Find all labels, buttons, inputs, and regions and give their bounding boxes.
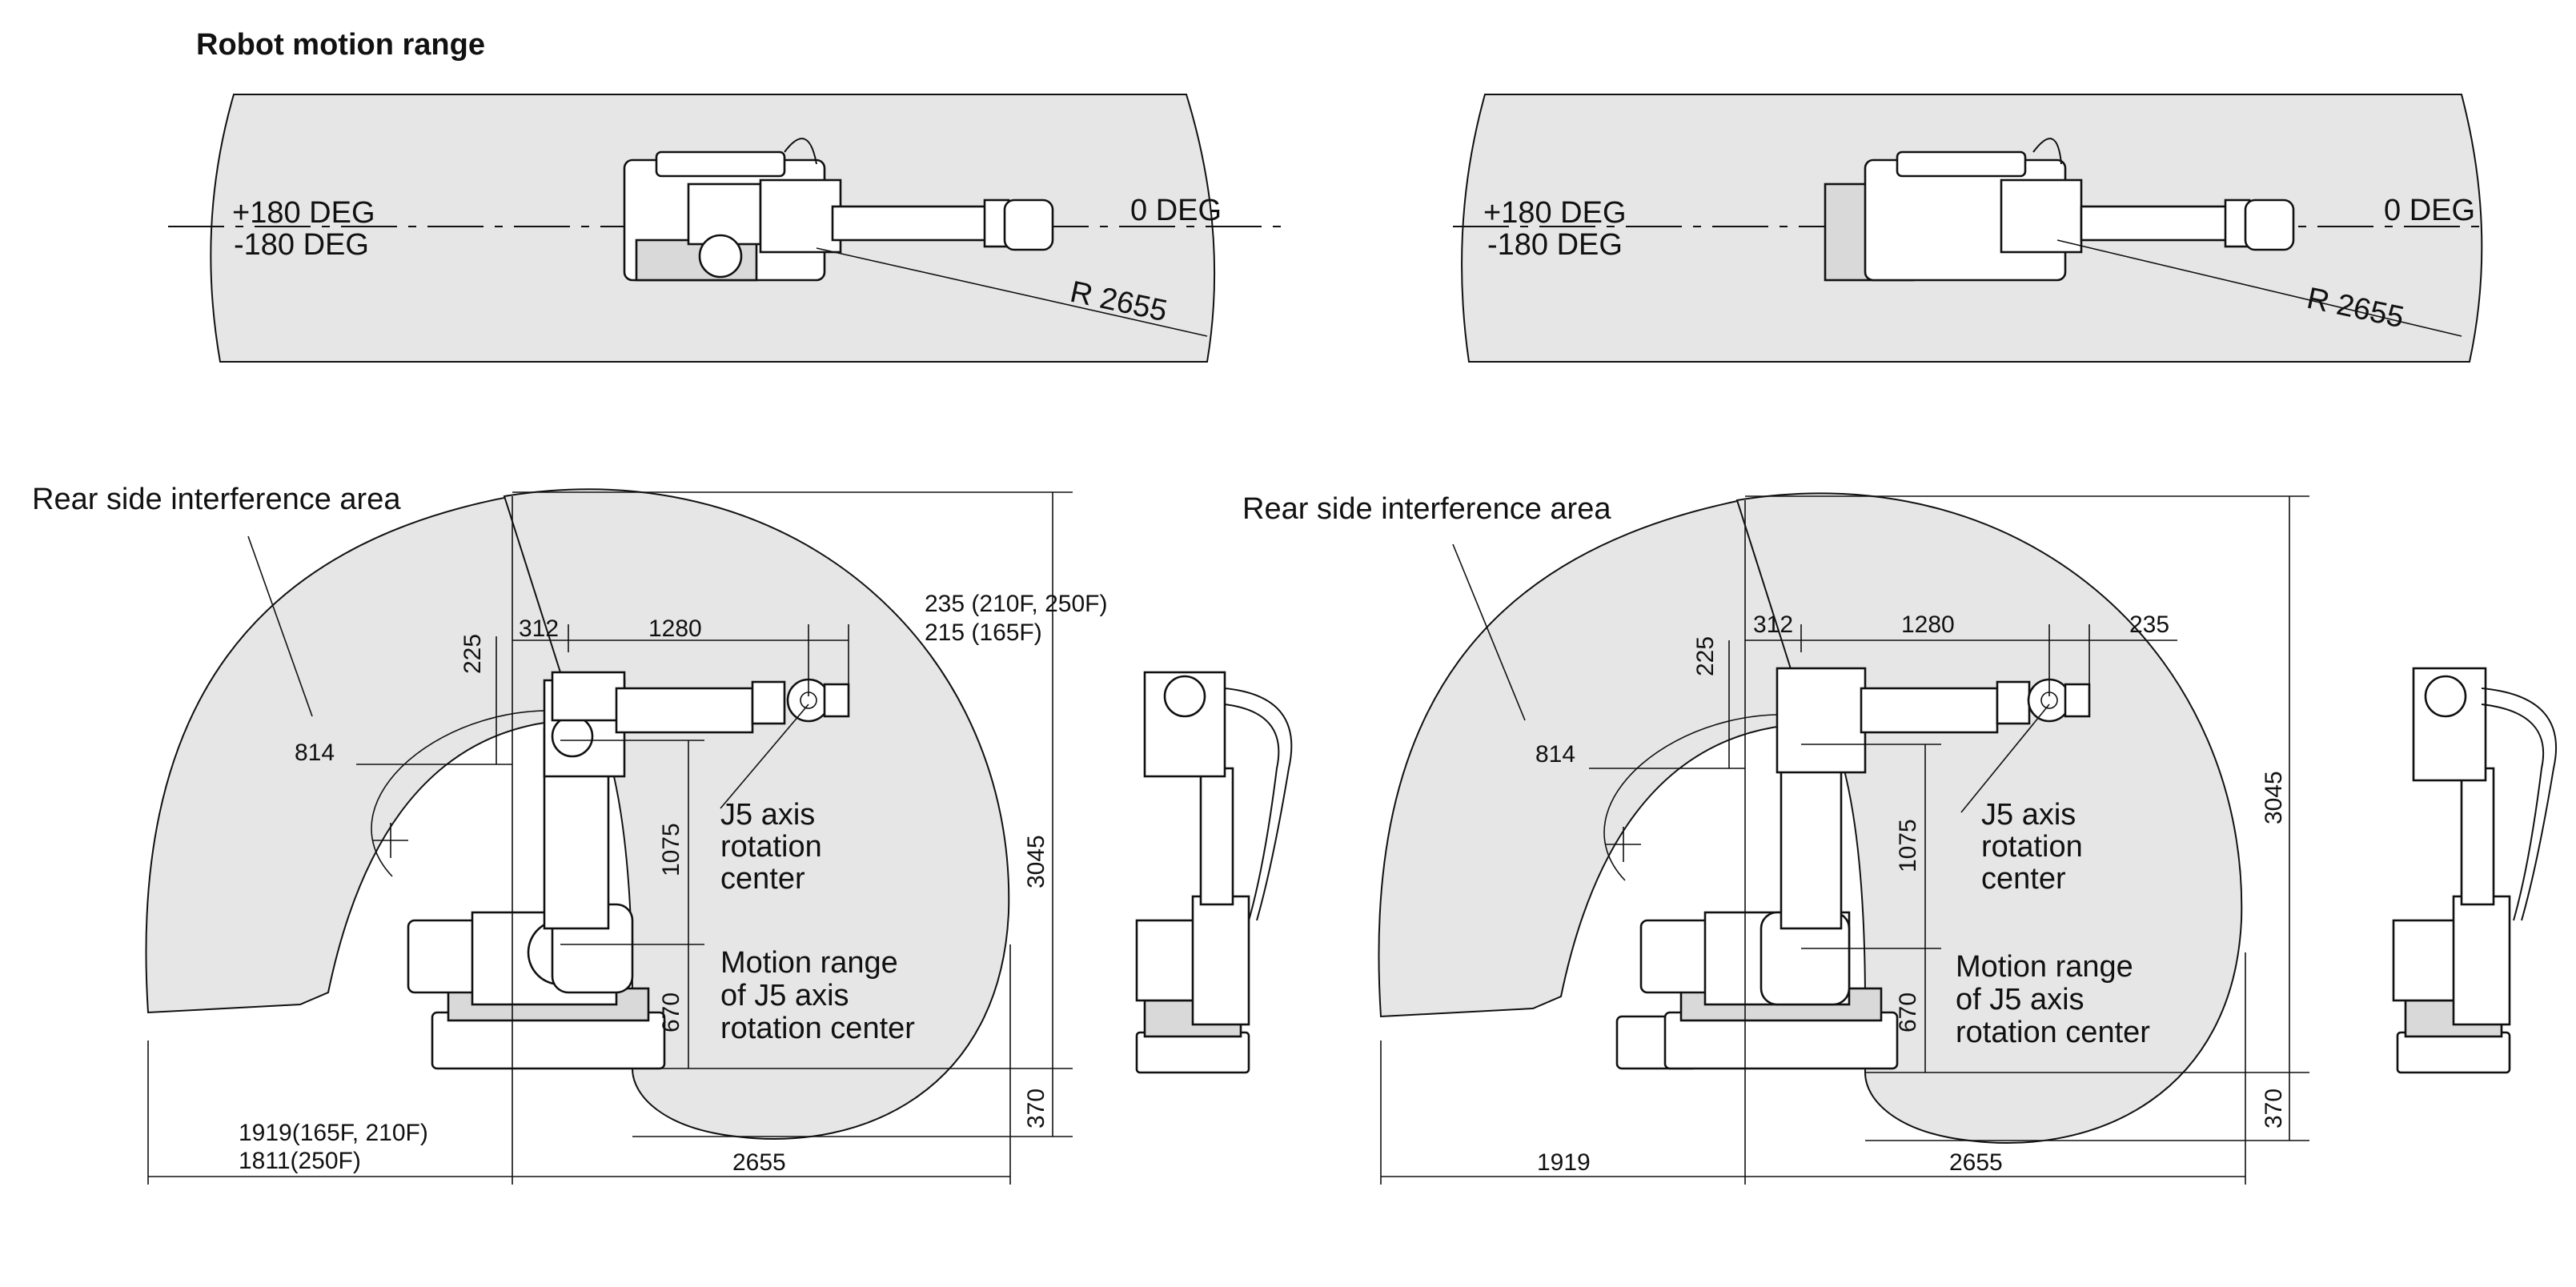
side-left-dim-tool-2: 215 (165F) [925,619,1042,646]
side-view-right: Rear side interference area 814 312 1280… [1242,492,2309,1185]
side-left-j5-arc [371,710,577,877]
side-right-dim-3045: 3045 [2261,771,2287,824]
side-view-left: Rear side interference area 814 312 1280… [32,483,1107,1185]
side-right-j5-arc [1603,714,1810,881]
robot-front-left [1135,671,1293,1074]
side-left-dim-814: 814 [295,740,335,766]
side-left-dim-bottom-1: 1919(165F, 210F) [239,1120,428,1146]
top-left-angle-minus: -180 DEG [234,228,369,262]
side-left-motion-line-1: Motion range [720,946,898,980]
side-right-rear-label: Rear side interference area [1242,492,1611,526]
side-left-dim-1280: 1280 [648,615,702,642]
side-right-dim-312: 312 [1753,611,1793,638]
side-right-dim-1075: 1075 [1895,819,1921,872]
side-left-dim-1075: 1075 [658,823,684,876]
side-right-dim-tool-1: 235 [2129,611,2169,638]
top-view-right-radius-line [2056,239,2462,337]
side-right-motion-line-2: of J5 axis [1956,983,2084,1016]
side-left-dim-312: 312 [519,615,559,642]
side-right-j5-line-3: center [1981,862,2066,896]
top-view-right: +180 DEG -180 DEG 0 DEG R 2655 [1453,94,2490,363]
robot-side-right [1615,667,2091,1070]
side-right-dim-bottom-left: 1919 [1537,1149,1591,1176]
side-left-rear-label: Rear side interference area [32,483,401,516]
side-right-dim-225: 225 [1692,636,1719,676]
side-left-j5-line-3: center [720,862,805,896]
side-right-motion-line-3: rotation center [1956,1016,2150,1049]
side-left-motion-range [503,488,1010,1140]
side-left-j5-line-1: J5 axis [720,798,815,832]
top-left-angle-plus: +180 DEG [232,196,375,230]
side-left-motion-line-3: rotation center [720,1012,915,1045]
robot-side-left [407,671,850,1070]
side-left-motion-line-2: of J5 axis [720,979,849,1012]
side-right-dim-370: 370 [2261,1089,2287,1129]
side-right-dim-814: 814 [1535,741,1575,768]
side-left-dim-370: 370 [1023,1089,1049,1129]
side-right-motion-line-1: Motion range [1956,950,2133,984]
top-view-left-radius-line [816,247,1208,337]
side-right-j5-line-1: J5 axis [1981,798,2076,832]
side-left-dim-225: 225 [459,634,486,674]
side-right-dim-bottom-right: 2655 [1949,1149,2003,1176]
side-right-dim-670: 670 [1895,992,1921,1032]
side-right-dim-1280: 1280 [1901,611,1955,638]
side-left-dim-3045: 3045 [1023,835,1049,888]
side-left-dim-tool-1: 235 (210F, 250F) [925,591,1107,617]
side-right-j5-line-2: rotation [1981,830,2083,864]
top-right-angle-minus: -180 DEG [1487,228,1623,262]
side-left-dim-bottom-right: 2655 [732,1149,786,1176]
side-left-j5-line-2: rotation [720,830,822,864]
side-left-dim-670: 670 [658,992,684,1032]
side-left-dim-bottom-2: 1811(250F) [239,1148,361,1174]
robot-top-right [1824,138,2295,282]
top-view-left: +180 DEG -180 DEG 0 DEG R 2655 [168,94,1281,363]
top-right-angle-zero: 0 DEG [2384,194,2475,227]
robot-front-right [2392,667,2558,1074]
robot-top-left [623,138,1054,282]
top-right-angle-plus: +180 DEG [1483,196,1627,230]
page-title: Robot motion range [196,28,485,62]
side-right-motion-range [1735,492,2243,1144]
top-left-angle-zero: 0 DEG [1130,194,1222,227]
